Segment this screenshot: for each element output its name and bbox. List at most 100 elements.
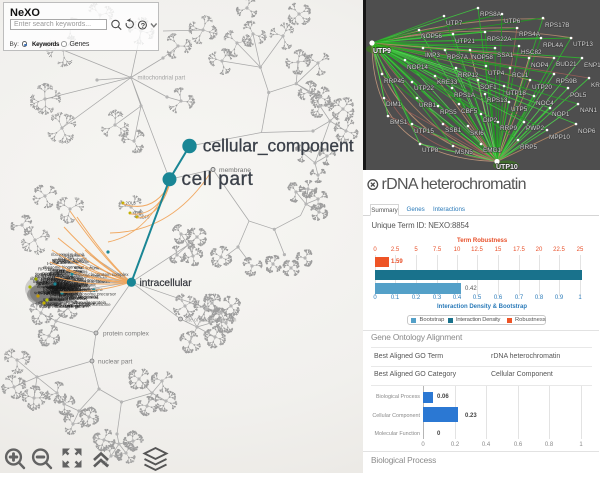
svg-text:SSA1: SSA1 (497, 52, 514, 59)
svg-text:nuclear lumen: nuclear lumen (36, 279, 64, 284)
svg-text:RPS13: RPS13 (487, 97, 508, 104)
svg-text:90S preribosome: 90S preribosome (38, 289, 71, 295)
svg-text:snoRNA: snoRNA (35, 271, 51, 277)
svg-text:intracellular: intracellular (140, 278, 193, 289)
svg-text:RRP12: RRP12 (458, 72, 479, 79)
svg-text:KRE1: KRE1 (591, 82, 600, 89)
svg-text:small subunit: small subunit (69, 288, 94, 293)
svg-text:HSC82: HSC82 (521, 49, 542, 56)
svg-text:snoRNA: snoRNA (65, 284, 81, 289)
svg-text:SKI6: SKI6 (470, 130, 484, 137)
svg-text:mitochondrial part: mitochondrial part (138, 76, 186, 82)
svg-text:UTP complex: UTP complex (65, 303, 92, 309)
svg-text:UTP10: UTP10 (496, 164, 518, 170)
svg-text:RENT complex: RENT complex (69, 287, 99, 293)
svg-text:ribonucleoprotein: ribonucleoprotein (50, 287, 84, 294)
svg-text:NOP56: NOP56 (55, 280, 70, 286)
svg-text:RPS17B: RPS17B (545, 22, 570, 29)
svg-text:nuclear lumen: nuclear lumen (53, 259, 81, 265)
svg-text:protein complex: protein complex (103, 331, 150, 338)
svg-text:ribosome biogenesis: ribosome biogenesis (48, 283, 88, 290)
svg-text:SOF1: SOF1 (480, 84, 497, 91)
svg-text:processome: processome (59, 292, 83, 299)
svg-text:NOP56: NOP56 (60, 286, 75, 292)
svg-text:preribosome: preribosome (49, 272, 74, 279)
svg-text:NOP14: NOP14 (407, 64, 428, 71)
svg-text:nuclear part: nuclear part (98, 359, 133, 366)
svg-text:preribosome: preribosome (38, 281, 63, 287)
svg-text:exosome: exosome (47, 285, 65, 290)
svg-text:processome: processome (50, 292, 74, 298)
svg-text:RPS4A: RPS4A (519, 31, 541, 38)
svg-text:ribosomal subunit: ribosomal subunit (51, 252, 85, 257)
svg-text:UTP8: UTP8 (422, 147, 439, 154)
svg-text:ENP1: ENP1 (584, 62, 600, 69)
svg-text:nucleolus: nucleolus (65, 276, 83, 282)
svg-text:small subunit: small subunit (52, 285, 78, 290)
svg-text:nuclear lumen: nuclear lumen (49, 271, 77, 276)
svg-text:preribosome: preribosome (46, 276, 71, 282)
svg-text:site of polarized growth: site of polarized growth (185, 318, 237, 324)
svg-text:RPS1A: RPS1A (52, 258, 66, 263)
svg-text:RPS7A: RPS7A (447, 54, 469, 61)
svg-text:RPS1A: RPS1A (64, 280, 78, 285)
svg-text:ribosomal subunit: ribosomal subunit (49, 295, 84, 301)
svg-text:t-UTP: t-UTP (49, 276, 61, 282)
svg-text:KRE2: KRE2 (133, 211, 145, 216)
svg-text:60S ribosome: 60S ribosome (54, 302, 81, 308)
svg-text:NOP56: NOP56 (72, 279, 87, 284)
svg-text:SSB1: SSB1 (445, 127, 462, 134)
svg-text:processome: processome (44, 290, 68, 295)
svg-text:t-UTP: t-UTP (36, 281, 48, 286)
svg-text:IMP3: IMP3 (425, 52, 440, 59)
svg-text:processome: processome (53, 288, 77, 294)
svg-text:preribosome: preribosome (47, 288, 72, 294)
svg-text:nucleolus: nucleolus (50, 269, 68, 274)
svg-text:RPS5: RPS5 (440, 109, 457, 116)
svg-text:processome: processome (56, 260, 79, 265)
svg-text:90S preribosome: 90S preribosome (71, 287, 104, 292)
svg-text:rRNA processing: rRNA processing (49, 286, 82, 292)
svg-text:cellular_component: cellular_component (203, 136, 354, 156)
svg-text:RENT complex: RENT complex (41, 277, 70, 282)
svg-text:RENT complex: RENT complex (35, 272, 65, 279)
svg-text:exosome: exosome (43, 279, 61, 284)
svg-text:UTP15: UTP15 (414, 128, 434, 135)
svg-text:t-UTP: t-UTP (62, 290, 74, 296)
svg-text:ribonucleoprotein: ribonucleoprotein (73, 300, 107, 305)
svg-text:SSU processome: SSU processome (77, 277, 111, 284)
svg-text:RPL4A: RPL4A (543, 42, 564, 49)
svg-text:RPS1A: RPS1A (454, 92, 476, 99)
svg-text:nuclear lumen: nuclear lumen (52, 285, 80, 292)
svg-text:ribonucleoprotein: ribonucleoprotein (55, 281, 89, 286)
svg-text:NOP56: NOP56 (421, 33, 442, 40)
svg-text:UTP18: UTP18 (506, 90, 526, 97)
svg-text:RRP45: RRP45 (384, 78, 405, 85)
svg-text:cell part: cell part (182, 169, 254, 190)
svg-text:90S preribosome: 90S preribosome (55, 286, 89, 293)
svg-text:membrane: membrane (219, 167, 251, 174)
svg-text:t-UTP: t-UTP (57, 277, 68, 282)
svg-text:NOC4: NOC4 (536, 100, 554, 107)
svg-text:RCL1: RCL1 (512, 72, 529, 79)
svg-text:MSN5: MSN5 (455, 149, 473, 156)
svg-text:?: ? (141, 21, 146, 30)
svg-text:CBF5: CBF5 (461, 108, 478, 115)
svg-text:exosome: exosome (50, 270, 68, 276)
svg-text:snoRNA: snoRNA (51, 283, 67, 288)
svg-text:ribosomal subunit: ribosomal subunit (56, 285, 91, 291)
svg-text:RPS8A: RPS8A (480, 11, 502, 18)
svg-text:UTP13: UTP13 (573, 41, 593, 48)
svg-text:90S preribosome: 90S preribosome (39, 303, 72, 309)
svg-text:BUD21: BUD21 (556, 61, 577, 68)
svg-text:NAN1: NAN1 (580, 107, 597, 114)
svg-text:rRNA processing: rRNA processing (56, 281, 89, 288)
svg-text:60S ribosome: 60S ribosome (59, 253, 86, 258)
svg-text:MPP10: MPP10 (549, 134, 570, 141)
svg-text:RRP9: RRP9 (500, 125, 517, 132)
svg-text:nucleolus: nucleolus (51, 285, 69, 291)
svg-text:exosome: exosome (43, 284, 61, 290)
svg-text:nuclear lumen: nuclear lumen (81, 279, 108, 284)
svg-text:SSU processome: SSU processome (53, 281, 87, 288)
svg-text:nucleolus: nucleolus (69, 295, 87, 301)
